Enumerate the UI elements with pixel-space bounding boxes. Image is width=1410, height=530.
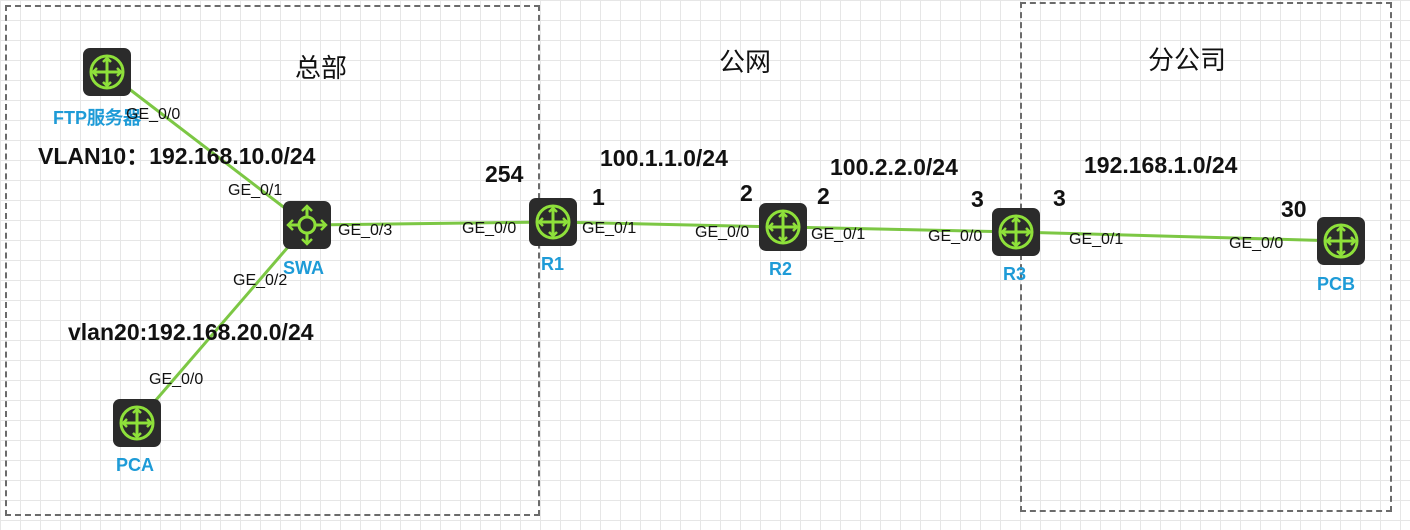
router-icon xyxy=(1317,217,1365,265)
hostid-r3-left: 3 xyxy=(971,186,984,212)
pca-node[interactable] xyxy=(112,398,162,448)
zone-hq xyxy=(5,5,540,516)
r3-node[interactable] xyxy=(991,207,1041,257)
r1-node[interactable] xyxy=(528,197,578,247)
port-r2-ge00: GE_0/0 xyxy=(695,224,750,241)
network-branch: 192.168.1.0/24 xyxy=(1084,152,1238,178)
link-r1-r2 xyxy=(552,220,784,229)
hostid-pcb: 30 xyxy=(1281,196,1307,222)
r3-label: R3 xyxy=(1003,264,1027,284)
link-ftp-swa xyxy=(106,70,308,227)
ftp-server-node[interactable] xyxy=(82,47,132,97)
switch-icon xyxy=(283,201,331,249)
network-vlan10: VLAN10：192.168.10.0/24 xyxy=(38,143,316,169)
network-r1-r2: 100.1.1.0/24 xyxy=(600,145,728,171)
pcb-label: PCB xyxy=(1317,274,1356,294)
hostid-r2-right: 2 xyxy=(817,183,830,209)
zone-hq-title: 总部 xyxy=(295,54,348,84)
link-swa-pca xyxy=(135,224,309,423)
router-icon xyxy=(83,48,131,96)
port-swa-ge01: GE_0/1 xyxy=(228,182,283,199)
hostid-r2-left: 2 xyxy=(740,180,753,206)
router-icon xyxy=(529,198,577,246)
port-r1-ge00: GE_0/0 xyxy=(462,220,517,237)
hostid-r3-right: 3 xyxy=(1053,185,1066,211)
hostid-r1-wan: 1 xyxy=(592,184,605,210)
network-r2-r3: 100.2.2.0/24 xyxy=(830,154,958,180)
router-icon xyxy=(113,399,161,447)
port-pca-ge00: GE_0/0 xyxy=(149,371,204,388)
r2-node[interactable] xyxy=(758,202,808,252)
zone-branch xyxy=(1020,2,1392,512)
router-icon xyxy=(992,208,1040,256)
r2-label: R2 xyxy=(769,259,793,279)
swa-node[interactable] xyxy=(282,200,332,250)
port-r3-ge00: GE_0/0 xyxy=(928,228,983,245)
port-swa-ge02: GE_0/2 xyxy=(233,272,288,289)
link-swa-r1 xyxy=(306,220,554,227)
port-ftp-ge00: GE_0/0 xyxy=(126,106,181,123)
link-r3-pcb xyxy=(1015,230,1342,243)
pca-label: PCA xyxy=(116,455,155,475)
swa-label: SWA xyxy=(283,258,325,278)
port-pcb-ge00: GE_0/0 xyxy=(1229,235,1284,252)
router-icon xyxy=(759,203,807,251)
ftp-server-label: FTP服务器 xyxy=(53,108,141,128)
port-r3-ge01: GE_0/1 xyxy=(1069,231,1124,248)
link-r2-r3 xyxy=(782,225,1017,234)
port-r1-ge01: GE_0/1 xyxy=(582,220,637,237)
port-swa-ge03: GE_0/3 xyxy=(338,222,393,239)
network-vlan20: vlan20:192.168.20.0/24 xyxy=(68,319,314,345)
zone-branch-title: 分公司 xyxy=(1148,46,1227,76)
port-r2-ge01: GE_0/1 xyxy=(811,226,866,243)
zone-public-title: 公网 xyxy=(719,48,772,78)
r1-label: R1 xyxy=(541,254,565,274)
pcb-node[interactable] xyxy=(1316,216,1366,266)
hostid-r1-lan: 254 xyxy=(485,161,524,187)
